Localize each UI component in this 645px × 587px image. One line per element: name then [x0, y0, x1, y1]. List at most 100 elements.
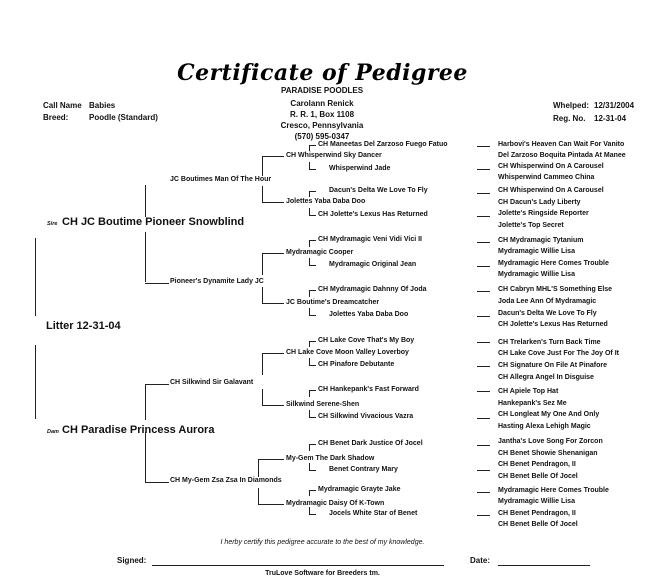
- gen5-ancestor: CH Benet Belle Of Jocel: [498, 521, 578, 528]
- gen5-ancestor: Jantha's Love Song For Zorcon: [498, 438, 603, 445]
- connector-line: [262, 389, 263, 405]
- connector-line: [477, 470, 490, 471]
- connector-line: [477, 146, 490, 147]
- connector-line: [309, 290, 310, 297]
- gen4-ancestor: CH Benet Dark Justice Of Jocel: [318, 440, 423, 447]
- connector-line: [145, 283, 169, 284]
- kennel-owner: Carolann Renick: [290, 99, 354, 108]
- connector-line: [145, 384, 146, 420]
- gen3-ancestor: Jolettes Yaba Daba Doo: [286, 198, 366, 205]
- gen5-ancestor: CH Whisperwind On A Carousel: [498, 163, 604, 170]
- gen5-ancestor: CH Benet Pendragon, II: [498, 510, 576, 517]
- connector-line: [145, 232, 146, 282]
- connector-line: [309, 390, 310, 397]
- gen3-ancestor: CH Lake Cove Moon Valley Loverboy: [286, 349, 409, 356]
- gen3-ancestor: Silkwind Serene-Shen: [286, 401, 360, 408]
- gen4-ancestor: Jocels White Star of Benet: [329, 510, 418, 517]
- connector-line: [309, 145, 310, 151]
- connector-line: [145, 185, 146, 217]
- gen5-ancestor: Del Zarzoso Boquita Pintada At Manee: [498, 152, 626, 159]
- gen3-ancestor: CH Whisperwind Sky Dancer: [286, 152, 382, 159]
- dam-label: Dam: [47, 429, 59, 435]
- connector-line: [309, 444, 310, 451]
- connector-line: [477, 242, 490, 243]
- connector-line: [262, 253, 284, 254]
- connector-line: [262, 156, 284, 157]
- connector-line: [262, 156, 263, 176]
- connector-line: [309, 410, 310, 417]
- connector-line: [309, 390, 316, 391]
- litter-name: Litter 12-31-04: [46, 320, 121, 332]
- gen5-ancestor: CH Benet Belle Of Jocel: [498, 473, 578, 480]
- gen5-ancestor: Mydramagic Willie Lisa: [498, 271, 575, 278]
- connector-line: [145, 482, 169, 483]
- gen5-ancestor: Mydramagic Here Comes Trouble: [498, 487, 609, 494]
- gen4-ancestor: CH Pinafore Debutante: [318, 361, 395, 368]
- whelped-value: 12/31/2004: [594, 101, 635, 110]
- connector-line: [477, 391, 490, 392]
- gen4-ancestor: Benet Contrary Mary: [329, 466, 398, 473]
- gen5-ancestor: CH Lake Cove Just For The Joy Of It: [498, 350, 619, 357]
- connector-line: [309, 507, 310, 514]
- date-line[interactable]: [498, 565, 590, 566]
- gen2-ancestor: CH Silkwind Sir Galavant: [170, 379, 254, 386]
- gen5-ancestor: Mydramagic Willie Lisa: [498, 248, 575, 255]
- gen5-ancestor: CH Benet Pendragon, II: [498, 461, 576, 468]
- connector-line: [258, 459, 259, 477]
- sire-label: Sire: [47, 221, 58, 227]
- sire-name: CH JC Boutime Pioneer Snowblind: [62, 216, 245, 228]
- connector-line: [309, 145, 316, 146]
- gen5-ancestor: Harbovi's Heaven Can Wait For Vanito: [498, 141, 625, 148]
- gen5-ancestor: CH Cabryn MHL'S Something Else: [498, 286, 613, 293]
- gen5-ancestor: Joda Lee Ann Of Mydramagic: [498, 298, 597, 305]
- dam-name: CH Paradise Princess Aurora: [62, 424, 215, 436]
- connector-line: [477, 216, 490, 217]
- connector-line: [477, 342, 490, 343]
- connector-line: [309, 191, 310, 197]
- connector-line: [309, 215, 316, 216]
- gen5-ancestor: CH Benet Showie Shenanigan: [498, 450, 598, 457]
- connector-line: [145, 432, 146, 482]
- connector-line: [258, 504, 284, 505]
- connector-line: [309, 208, 310, 215]
- connector-line: [309, 315, 316, 316]
- connector-line: [477, 418, 490, 419]
- gen3-ancestor: Mydramagic Cooper: [286, 249, 354, 256]
- kennel-address-line2: Cresco, Pennsylvania: [280, 121, 364, 130]
- gen2-ancestor: JC Boutimes Man Of The Hour: [170, 176, 272, 183]
- gen2-ancestor: CH My-Gem Zsa Zsa In Diamonds: [170, 477, 282, 484]
- connector-line: [309, 265, 316, 266]
- whelped-label: Whelped:: [553, 101, 589, 110]
- connector-line: [262, 287, 263, 303]
- call-name-label: Call Name: [43, 101, 82, 110]
- gen5-ancestor: CH Whisperwind On A Carousel: [498, 187, 604, 194]
- gen5-ancestor: CH Trelarken's Turn Back Time: [498, 339, 601, 346]
- gen4-ancestor: CH Lake Cove That's My Boy: [318, 337, 415, 344]
- connector-line: [35, 238, 36, 316]
- connector-line: [262, 353, 263, 375]
- gen4-ancestor: Whisperwind Jade: [329, 165, 391, 172]
- connector-line: [145, 384, 169, 385]
- gen4-ancestor: CH Hankepank's Fast Forward: [318, 386, 419, 393]
- connector-line: [309, 514, 316, 515]
- connector-line: [477, 445, 490, 446]
- gen5-ancestor: Mydramagic Here Comes Trouble: [498, 260, 609, 267]
- gen4-ancestor: CH Maneetas Del Zarzoso Fuego Fatuo: [318, 141, 448, 148]
- connector-line: [262, 353, 284, 354]
- connector-line: [35, 345, 36, 419]
- gen5-ancestor: Jolette's Ringside Reporter: [498, 210, 589, 217]
- gen5-ancestor: Whisperwind Cammeo China: [498, 174, 595, 181]
- gen5-ancestor: Hasting Alexa Lehigh Magic: [498, 423, 591, 430]
- connector-line: [309, 162, 310, 169]
- kennel-phone: (570) 595-0347: [294, 132, 350, 141]
- footer-software: TruLove Software for Breeders tm.: [265, 570, 380, 577]
- certification-statement: I herby certify this pedigree accurate t…: [220, 539, 425, 546]
- gen4-ancestor: Mydramagic Original Jean: [329, 261, 417, 268]
- gen4-ancestor: CH Mydramagic Dahnny Of Joda: [318, 286, 427, 293]
- connector-line: [309, 490, 316, 491]
- gen5-ancestor: CH Apiele Top Hat: [498, 388, 559, 395]
- gen5-ancestor: Dacun's Delta We Love To Fly: [498, 310, 597, 317]
- connector-line: [309, 341, 310, 347]
- signature-line[interactable]: [152, 565, 444, 566]
- connector-line: [262, 405, 284, 406]
